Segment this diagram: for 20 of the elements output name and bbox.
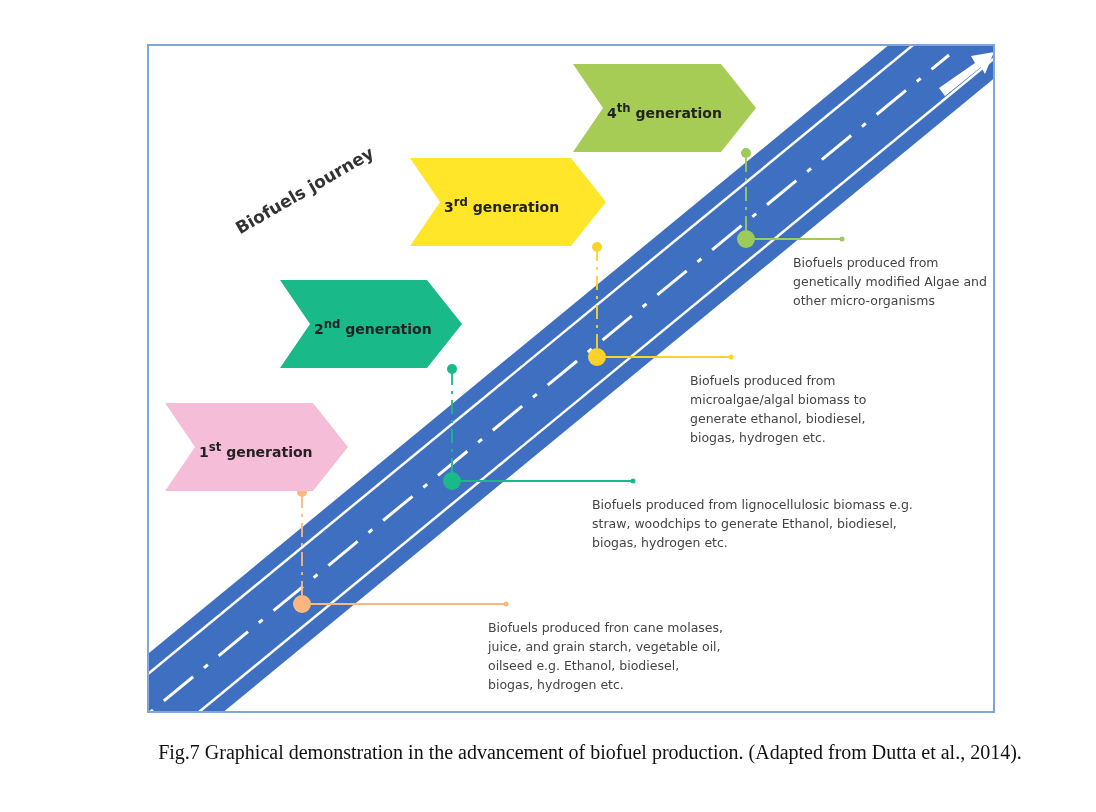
chevron-banner	[280, 280, 462, 368]
generation-label: 1$^{st}$ generation	[199, 439, 313, 462]
description-text: Biofuels produced from lignocellulosic biomass e.g. straw, woodchips to generate Ethanol, biodiesel, biogas, hydrogen etc.	[592, 495, 922, 552]
leader-line	[592, 242, 602, 349]
chevron-banner	[410, 158, 606, 246]
chevron-banner	[165, 403, 348, 491]
description-text: Biofuels produced fron cane molases, juice, and grain starch, vegetable oil, oilseed e.g. Ethanol, biodiesel, biogas, hydrogen etc.	[488, 618, 728, 694]
generation-label: 3$^{rd}$ generation	[444, 194, 560, 217]
leader-line	[447, 364, 457, 473]
generation-label: 2$^{nd}$ generation	[314, 316, 432, 339]
leader-line	[605, 354, 734, 360]
leader-line	[741, 148, 751, 231]
leader-line	[460, 478, 636, 484]
leader-line	[754, 236, 845, 242]
figure-caption: Fig.7 Graphical demonstration in the advancement of biofuel production. (Adapted from Dutta et al., 2014).	[157, 740, 1023, 766]
generation-label: 4$^{th}$ generation	[607, 100, 722, 123]
description-text: Biofuels produced from genetically modified Algae and other micro-organisms	[793, 253, 993, 310]
leader-line	[310, 601, 509, 607]
description-text: Biofuels produced from microalgae/algal biomass to generate ethanol, biodiesel, biogas, hydrogen etc.	[690, 371, 890, 447]
chevron-banner	[573, 64, 756, 152]
